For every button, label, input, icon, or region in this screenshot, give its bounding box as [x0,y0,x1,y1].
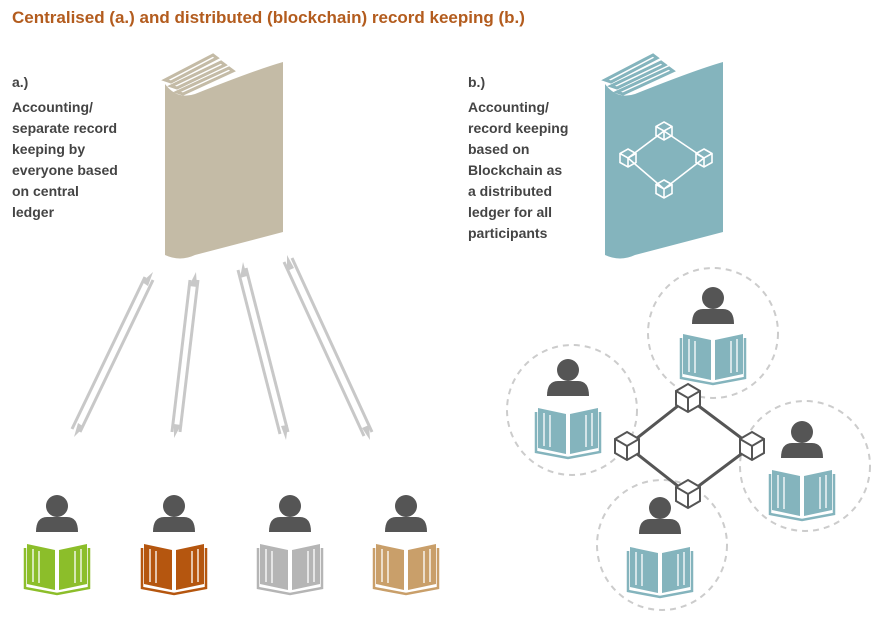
panel-b-description: Accounting/ record keeping based on Bloc… [468,99,569,241]
person-icon [692,287,734,324]
person-icon [269,495,311,532]
cube-icon [675,383,701,413]
person-icon [781,421,823,458]
participant-2 [140,495,208,596]
double-arrow-icon [236,262,290,440]
person-icon [385,495,427,532]
participant-4 [372,495,440,596]
open-book-icon [626,545,694,599]
diagram-title: Centralised (a.) and distributed (blockc… [12,8,525,27]
participant-1 [23,495,91,596]
ledger-arrows [70,255,374,440]
person-icon [153,495,195,532]
distributed-participant-2 [534,359,602,460]
double-arrow-icon [282,255,374,440]
cube-icon [614,431,640,461]
panel-b-label: b.) [468,74,486,90]
participant-circles [506,267,871,611]
person-icon [36,495,78,532]
panel-a-label: a.) [12,74,29,90]
open-book-icon [256,542,324,596]
cube-icon [739,431,765,461]
open-book-icon [679,332,747,386]
distributed-participant-3 [768,421,836,522]
double-arrow-icon [70,272,155,437]
blockchain-network [614,383,765,509]
person-icon [639,497,681,534]
participant-3 [256,495,324,596]
open-book-icon [23,542,91,596]
distributed-participant-1 [679,287,747,386]
person-icon [547,359,589,396]
distributed-participant-4 [626,497,694,599]
open-book-icon [140,542,208,596]
double-arrow-icon [170,272,200,438]
blockchain-network-icon [619,121,713,199]
central-ledger-book-icon [163,53,285,260]
open-book-icon [372,542,440,596]
open-book-icon [534,406,602,460]
cube-icon [675,479,701,509]
open-book-icon [768,468,836,522]
panel-a-description: Accounting/ separate record keeping by e… [12,99,118,220]
